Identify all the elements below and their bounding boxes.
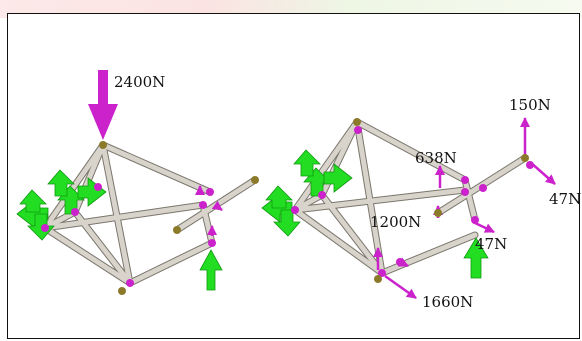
label-638n: 638N: [415, 149, 457, 167]
right-joints: [291, 118, 534, 283]
left-small-arrows: [195, 185, 223, 236]
left-truss-model: 2400N: [16, 70, 259, 295]
label-1660n: 1660N: [422, 293, 473, 311]
left-right-support-arrow: [199, 249, 223, 291]
left-support-arrows: [16, 169, 107, 241]
label-150n: 150N: [509, 96, 551, 114]
label-47n-bottom: 47N: [475, 235, 507, 253]
left-joints: [41, 141, 259, 295]
left-load-label: 2400N: [114, 73, 165, 91]
right-right-support-arrow: [463, 237, 489, 279]
label-47n-top: 47N: [549, 190, 581, 208]
label-1200n: 1200N: [370, 213, 421, 231]
right-truss-model: 150N 638N 47N 1200N 47N 1660N: [261, 96, 581, 311]
left-members: [41, 141, 259, 287]
right-support-arrows: [261, 149, 353, 237]
right-members: [291, 118, 529, 277]
left-load-arrow: [88, 70, 118, 140]
diagram-panel: [7, 13, 580, 339]
